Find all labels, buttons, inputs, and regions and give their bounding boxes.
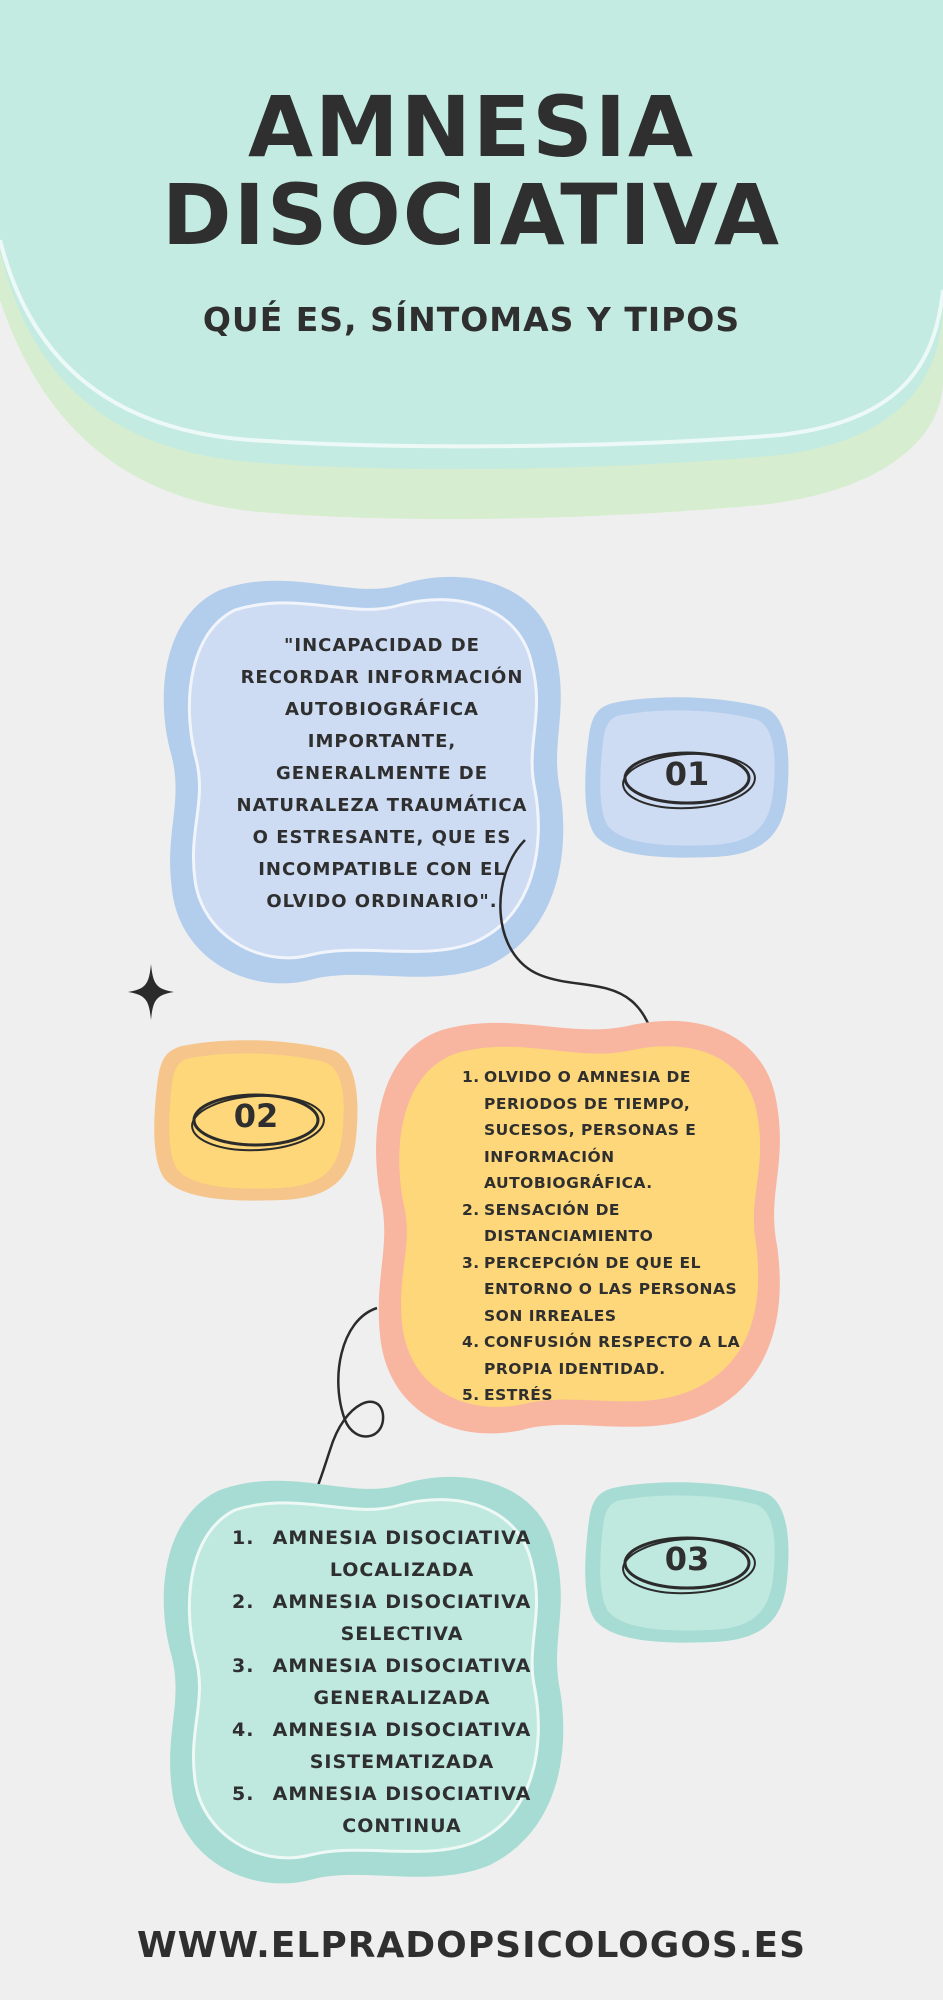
- badge-02-number: 02: [233, 1097, 279, 1135]
- symptoms-list: 1.Olvido o amnesia de periodos de tiempo…: [462, 1064, 752, 1409]
- badge-02-blob: [154, 1040, 358, 1201]
- list-item: 1. AMNESIA DISOCIATIVA LOCALIZADA: [232, 1522, 532, 1586]
- list-item-number: 4.: [462, 1333, 480, 1351]
- list-item-text: Sensación de distanciamiento: [484, 1200, 654, 1246]
- types-blob: [163, 1476, 564, 1884]
- list-item: 3. AMNESIA DISOCIATIVA GENERALIZADA: [232, 1650, 532, 1714]
- list-item: 4.Confusión respecto a la propia identid…: [462, 1329, 752, 1382]
- list-item: 5. AMNESIA DISOCIATIVA CONTINUA: [232, 1778, 532, 1842]
- list-item: 5.Estrés: [462, 1382, 752, 1409]
- list-item-text: Estrés: [484, 1386, 554, 1404]
- website-link[interactable]: WWW.ELPRADOPSICOLOGOS.ES: [136, 1925, 807, 1966]
- list-item-number: 2.: [462, 1200, 480, 1219]
- list-item-number: 2.: [232, 1591, 255, 1613]
- badge-01-blob: [585, 697, 789, 858]
- list-item-text: Percepción de que el entorno o las perso…: [484, 1253, 738, 1325]
- list-item-number: 3.: [232, 1655, 255, 1677]
- list-item-text: Olvido o amnesia de periodos de tiempo, …: [484, 1068, 697, 1192]
- list-item-number: 5.: [232, 1783, 255, 1805]
- list-item-text: AMNESIA DISOCIATIVA GENERALIZADA: [272, 1655, 532, 1709]
- header-background: [0, 0, 943, 520]
- badge-03-blob: [585, 1482, 789, 1643]
- list-item: 1.Olvido o amnesia de periodos de tiempo…: [462, 1064, 752, 1197]
- list-item-text: AMNESIA DISOCIATIVA LOCALIZADA: [272, 1527, 532, 1581]
- list-item-number: 4.: [232, 1719, 255, 1741]
- definition-blob: [163, 576, 564, 984]
- list-item-number: 1.: [462, 1068, 480, 1086]
- list-item-number: 1.: [232, 1527, 255, 1549]
- list-item-text: AMNESIA DISOCIATIVA SISTEMATIZADA: [272, 1719, 532, 1773]
- list-item-text: AMNESIA DISOCIATIVA CONTINUA: [272, 1783, 532, 1837]
- symptoms-blob: [376, 1020, 780, 1434]
- badge-03-number: 03: [664, 1540, 710, 1578]
- list-item: 4. AMNESIA DISOCIATIVA SISTEMATIZADA: [232, 1714, 532, 1778]
- sparkle-icon: [128, 964, 174, 1020]
- badge-01-number: 01: [664, 755, 710, 793]
- list-item-text: Confusión respecto a la propia identidad…: [484, 1333, 741, 1378]
- types-list: 1. AMNESIA DISOCIATIVA LOCALIZADA 2. AMNES…: [232, 1522, 532, 1842]
- list-item-number: 5.: [462, 1386, 480, 1404]
- list-item: 2. AMNESIA DISOCIATIVA SELECTIVA: [232, 1586, 532, 1650]
- list-item-number: 3.: [462, 1253, 480, 1272]
- list-item: 2.Sensación de distanciamiento: [462, 1197, 752, 1250]
- list-item-text: AMNESIA DISOCIATIVA SELECTIVA: [272, 1591, 532, 1645]
- title-line-2: DISOCIATIVA: [161, 166, 782, 264]
- list-item: 3.Percepción de que el entorno o las per…: [462, 1250, 752, 1330]
- definition-text: "Incapacidad de recordar información aut…: [236, 635, 528, 912]
- subtitle: QUÉ ES, SÍNTOMAS Y TIPOS: [202, 300, 741, 339]
- title-line-1: AMNESIA: [247, 78, 696, 176]
